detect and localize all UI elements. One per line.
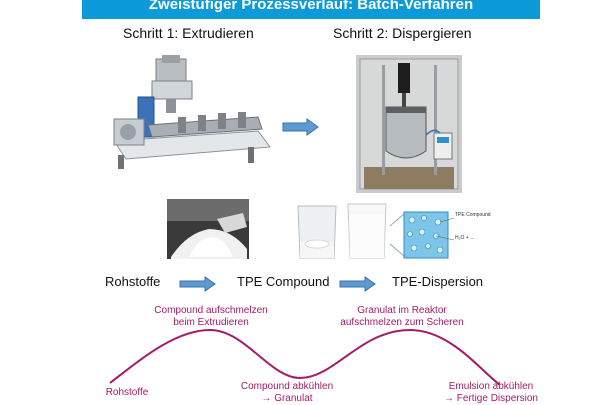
step-1-title: Schritt 1: Extrudieren (123, 25, 254, 41)
extruder-machine-image (108, 55, 273, 175)
flow-arrow-icon (339, 276, 376, 292)
dispersion-diagram-image (389, 211, 455, 259)
flow-item-tpe-dispersion: TPE-Dispersion (392, 274, 484, 289)
valley-label-dispersion: Emulsion abkühlen → Fertige Dispersion (444, 381, 538, 404)
step-arrow-icon (282, 118, 319, 136)
banner-title: Zweistufiger Prozessverlauf: Batch-Verfa… (148, 0, 474, 13)
valley-label-rohstoffe: Rohstoffe (105, 387, 149, 398)
flow-item-rohstoffe: Rohstoffe (105, 274, 161, 289)
title-banner: Zweistufiger Prozessverlauf: Batch-Verfa… (82, 0, 540, 19)
beaker-dispersion-image (344, 200, 390, 262)
flow-arrow-icon (179, 276, 216, 292)
dispersion-water-label: H₂O + ... (455, 235, 475, 241)
reactor-photo-image (356, 55, 462, 193)
peak-label-extrude: Compound aufschmelzen beim Extrudieren (154, 305, 268, 328)
beaker-granulate-image (294, 202, 340, 262)
granulate-photo-image (167, 199, 249, 259)
flow-item-tpe-compound: TPE Compound (237, 274, 330, 289)
valley-label-granulat: Compound abkühlen → Granulat (240, 381, 334, 404)
step-2-title: Schritt 2: Dispergieren (333, 25, 472, 41)
peak-label-reactor: Granulat im Reaktor aufschmelzen zum Sch… (340, 305, 464, 328)
dispersion-tpe-label: TPE Compound (455, 212, 491, 218)
